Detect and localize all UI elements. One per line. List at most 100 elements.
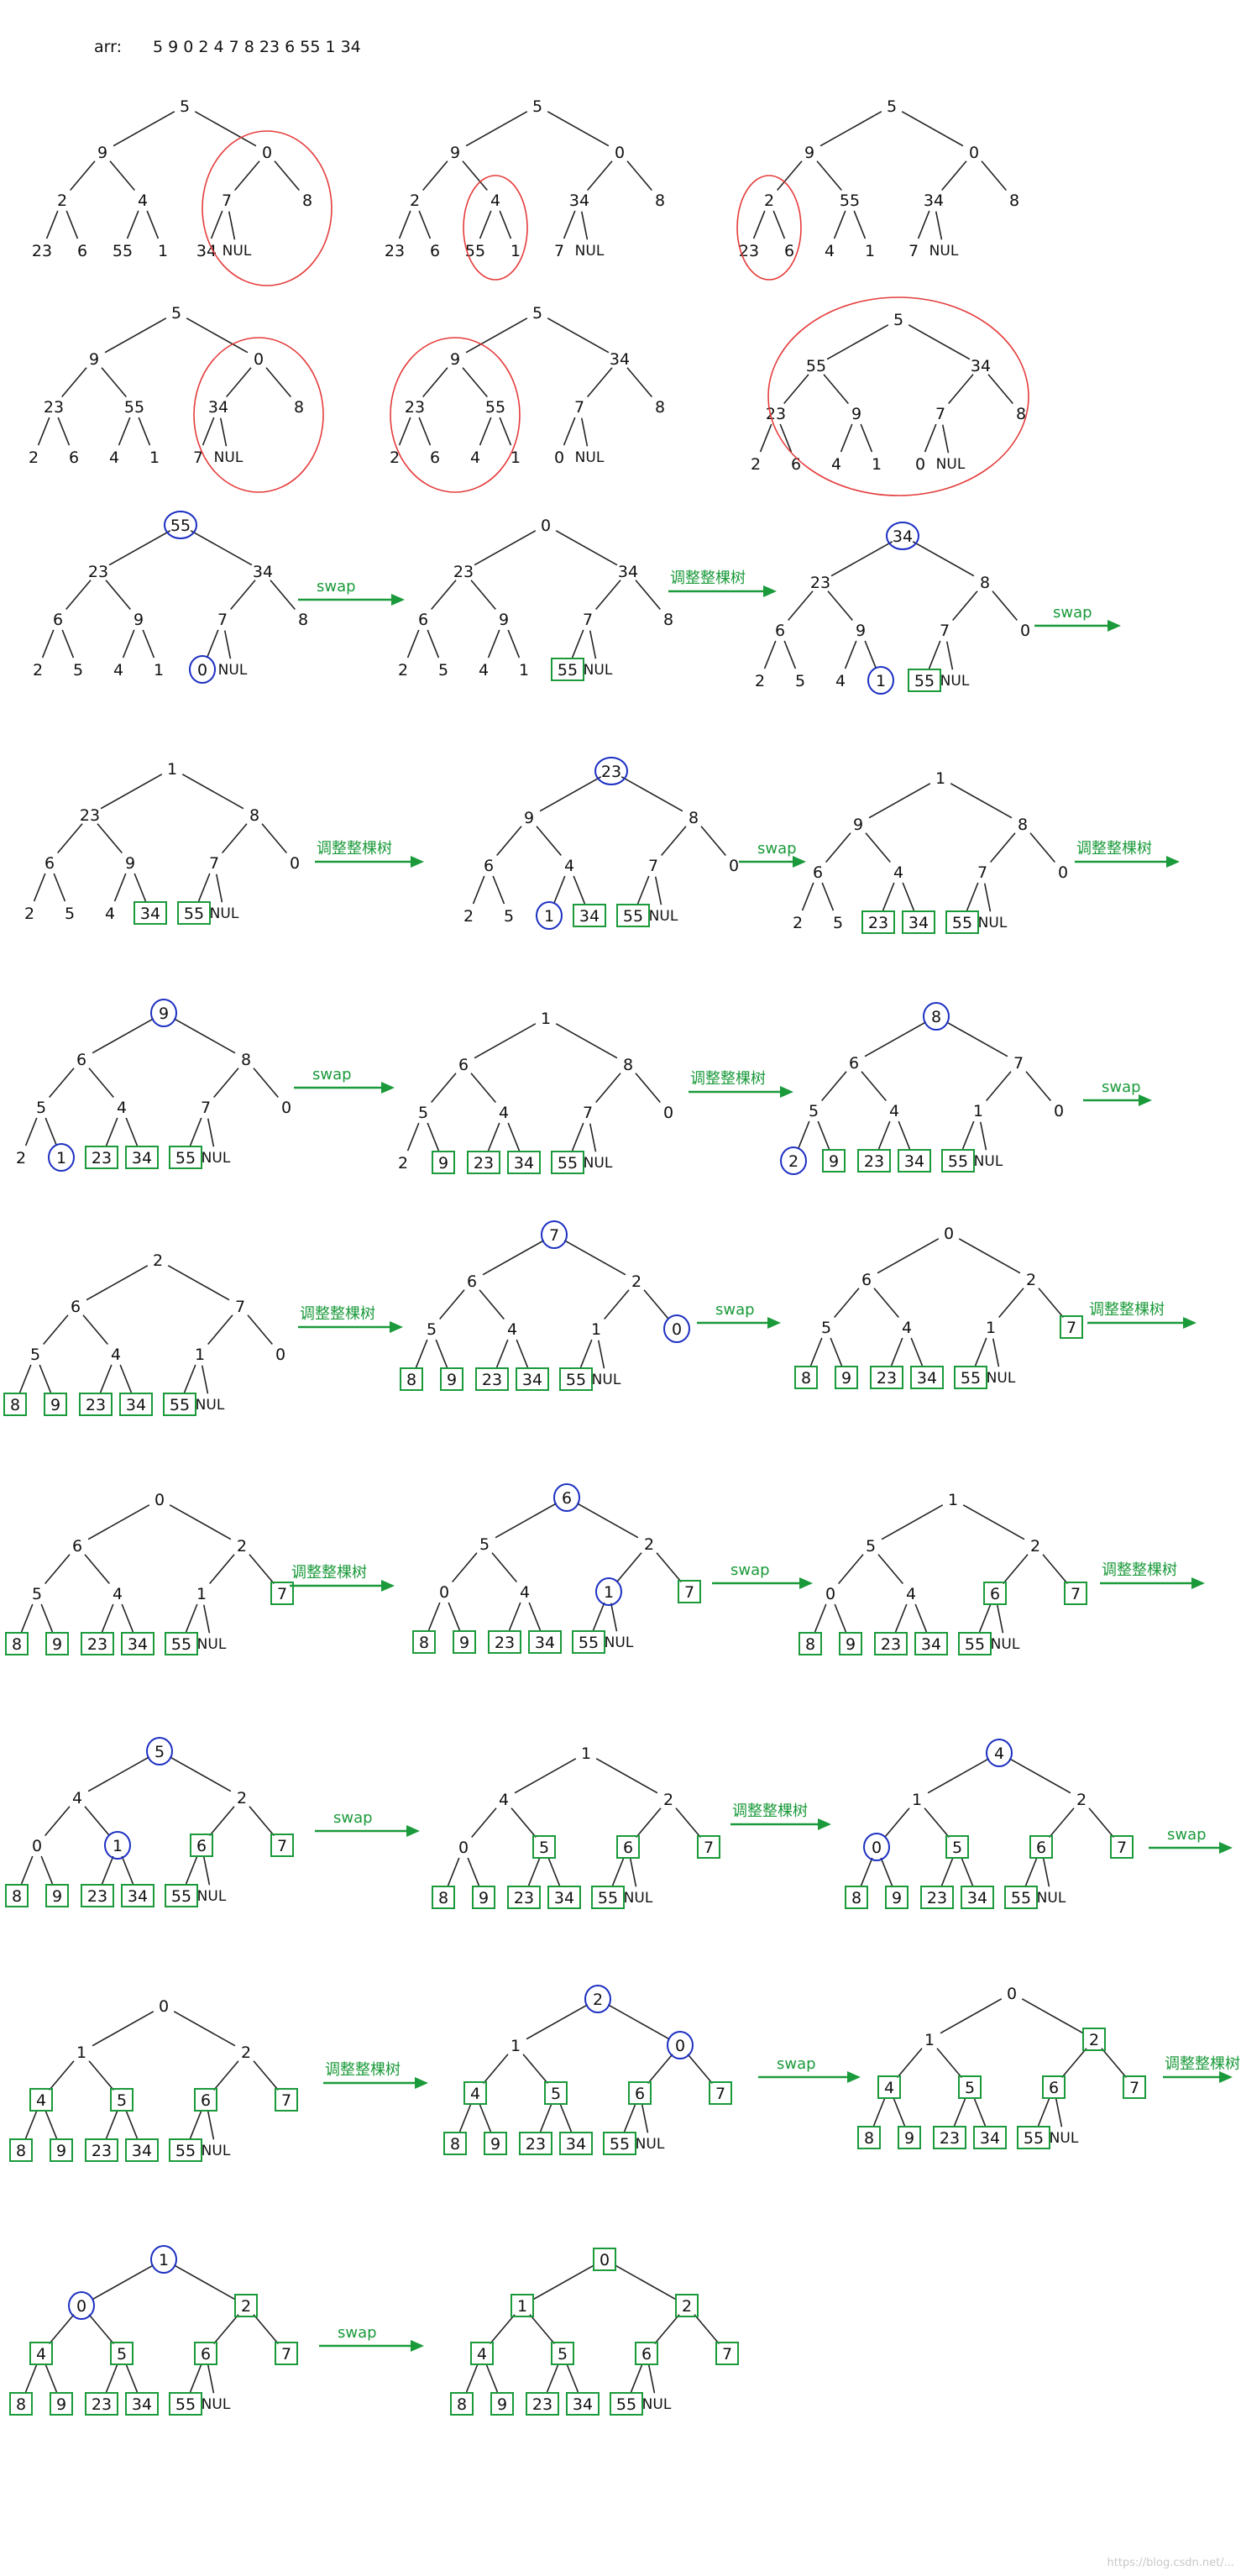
- tree-node-value: 5: [30, 1346, 40, 1364]
- sorted-node-box: [954, 1366, 987, 1389]
- tree-node-value: 5: [558, 2345, 568, 2364]
- sorted-node-box: [443, 2132, 467, 2155]
- current-node-circle: [104, 1831, 131, 1860]
- adjust-tree-label: 调整整棵树: [732, 1802, 808, 1820]
- tree-edge: [70, 160, 96, 191]
- tree-edge: [1008, 1758, 1071, 1794]
- subtree-highlight: [193, 337, 324, 493]
- tree-edge: [462, 367, 488, 398]
- tree-node-value: 55: [558, 661, 578, 679]
- sorted-node-box: [85, 2392, 118, 2416]
- tree-edge: [630, 2364, 643, 2393]
- tree-edge: [45, 210, 59, 239]
- tree-node-value: 23: [87, 1887, 107, 1906]
- current-node-circle: [536, 901, 563, 930]
- tree-node-value: 4: [36, 2345, 46, 2364]
- tree-edge: [458, 2103, 472, 2133]
- arrow-head-icon: [818, 1818, 831, 1830]
- sorted-node-box: [234, 2294, 258, 2317]
- swap-label: swap: [317, 578, 356, 595]
- tree-edge: [465, 2364, 479, 2393]
- tree-node-value: 9: [125, 854, 135, 873]
- tree-edge: [219, 417, 228, 447]
- tree-node-value: 1: [541, 1010, 551, 1028]
- tree-edge: [819, 111, 882, 147]
- tree-node-value: 2: [1076, 1791, 1087, 1809]
- tree-node-value: 0: [969, 144, 979, 162]
- tree-node-value: 5: [539, 1839, 549, 1857]
- sorted-node-box: [551, 2342, 574, 2365]
- tree-node-value: 55: [113, 242, 133, 260]
- arrow-head-icon: [847, 2071, 861, 2083]
- tree-node-value: 7: [549, 1226, 559, 1245]
- tree-edge: [189, 2364, 202, 2393]
- sorted-node-box: [450, 2392, 474, 2416]
- tree-edge: [981, 160, 1007, 191]
- tree-node-value: 5: [36, 1099, 46, 1117]
- tree-edge: [101, 1855, 114, 1885]
- tree-node-value: 1: [876, 672, 886, 690]
- tree-edge: [772, 210, 786, 239]
- tree-edge: [467, 1857, 480, 1886]
- tree-node-value: 4: [889, 1102, 899, 1120]
- tree-node-value: 1: [581, 1744, 591, 1763]
- current-node-circle: [189, 655, 216, 684]
- tree-node-value: 7: [1013, 1054, 1024, 1073]
- tree-edge: [100, 774, 163, 810]
- sorted-node-box: [121, 1632, 154, 1655]
- adjust-tree-label: 调整整棵树: [1076, 840, 1152, 858]
- tree-node-value: 5: [117, 2345, 127, 2364]
- sorted-node-box: [169, 1146, 202, 1169]
- tree-node-value: 6: [467, 1272, 477, 1291]
- adjust-tree-label: 调整整棵树: [325, 2061, 401, 2079]
- tree-node-value: 5: [479, 1535, 490, 1554]
- tree-node-value: 23: [385, 242, 405, 260]
- tree-edge: [840, 423, 853, 453]
- tree-node-value: 9: [851, 405, 861, 423]
- tree-edge: [661, 826, 687, 857]
- tree-node-value: 0: [262, 144, 272, 162]
- sorted-node-box: [861, 910, 895, 934]
- tree-edge: [37, 417, 50, 446]
- sorted-node-box: [519, 2132, 552, 2155]
- nul-placeholder: NUL: [636, 2136, 665, 2153]
- tree-edge: [611, 1857, 625, 1886]
- tree-edge: [941, 424, 950, 454]
- tree-node-value: 7: [935, 405, 945, 423]
- tree-edge: [270, 580, 296, 611]
- sorted-node-box: [610, 2392, 643, 2416]
- tree-edge: [422, 160, 448, 191]
- step-arrow: 调整整棵树: [298, 1305, 403, 1333]
- tree-node-value: 8: [302, 191, 312, 210]
- tree-node-value: 0: [254, 350, 264, 369]
- tree-node-value: 8: [689, 809, 699, 827]
- tree-node-value: 2: [398, 661, 408, 679]
- step-arrow: 调整整棵树: [323, 2061, 428, 2089]
- tree-node-value: 55: [965, 1635, 985, 1654]
- tree-node-value: 6: [458, 1056, 469, 1074]
- tree-node-value: 4: [477, 2345, 487, 2364]
- tree-node-value: 34: [128, 1635, 148, 1654]
- tree-node-value: 4: [499, 1791, 509, 1809]
- tree-node-value: 6: [775, 622, 785, 640]
- tree-node-value: 9: [97, 144, 107, 162]
- sorted-node-box: [169, 2138, 202, 2162]
- tree-edge: [844, 640, 857, 669]
- nul-placeholder: NUL: [202, 2143, 231, 2159]
- tree-node-value: 7: [1129, 2079, 1139, 2097]
- tree-edge: [427, 1122, 440, 1152]
- sorted-node-box: [412, 1630, 436, 1654]
- tree-edge: [924, 1807, 950, 1839]
- tree-node-value: 23: [80, 806, 100, 825]
- adjust-tree-label: 调整整棵树: [690, 1070, 766, 1088]
- tree-edge: [547, 1857, 561, 1886]
- tree-edge: [119, 1364, 133, 1393]
- tree-edge: [201, 1365, 209, 1394]
- sorted-node-box: [490, 2392, 514, 2416]
- sorted-node-box: [511, 2294, 534, 2317]
- tree-edge: [783, 374, 809, 405]
